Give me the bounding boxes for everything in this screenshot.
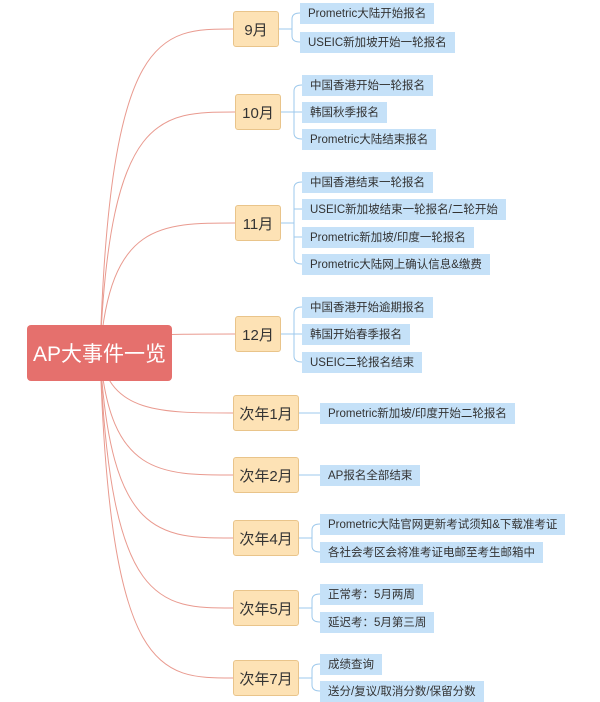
month-node[interactable]: 次年7月 bbox=[233, 660, 299, 696]
event-item[interactable]: 中国香港开始一轮报名 bbox=[302, 74, 433, 96]
month-node[interactable]: 次年5月 bbox=[233, 590, 299, 626]
event-item[interactable]: 成绩查询 bbox=[320, 653, 382, 675]
leaf-bracket bbox=[311, 523, 321, 553]
event-item[interactable]: Prometric大陆官网更新考试须知&下载准考证 bbox=[320, 513, 566, 535]
month-node[interactable]: 9月 bbox=[233, 11, 279, 47]
event-item[interactable]: Prometric新加坡/印度一轮报名 bbox=[302, 226, 474, 248]
event-item[interactable]: Prometric新加坡/印度开始二轮报名 bbox=[320, 402, 515, 424]
branch-connector bbox=[99, 222, 236, 354]
event-item[interactable]: 正常考：5月两周 bbox=[320, 583, 423, 605]
event-item[interactable]: 中国香港结束一轮报名 bbox=[302, 171, 433, 193]
month-node[interactable]: 次年2月 bbox=[233, 457, 299, 493]
leaf-bracket bbox=[311, 593, 321, 623]
branch-connector bbox=[99, 352, 234, 609]
branch-connector bbox=[99, 352, 234, 679]
leaf-bracket bbox=[293, 181, 303, 265]
event-item[interactable]: Prometric大陆开始报名 bbox=[300, 2, 435, 24]
month-node[interactable]: 12月 bbox=[235, 316, 281, 352]
month-node[interactable]: 10月 bbox=[235, 94, 281, 130]
event-item[interactable]: 中国香港开始逾期报名 bbox=[302, 296, 433, 318]
event-item[interactable]: 延迟考：5月第三周 bbox=[320, 611, 435, 633]
root-topic[interactable]: AP大事件一览 bbox=[27, 325, 172, 381]
branch-connector bbox=[99, 111, 236, 354]
event-item[interactable]: AP报名全部结束 bbox=[320, 464, 421, 486]
event-item[interactable]: 送分/复议/取消分数/保留分数 bbox=[320, 680, 484, 702]
leaf-bracket bbox=[291, 12, 301, 43]
event-item[interactable]: USEIC二轮报名结束 bbox=[302, 351, 423, 373]
branch-connector bbox=[99, 28, 234, 354]
event-item[interactable]: 韩国秋季报名 bbox=[302, 101, 387, 123]
event-item[interactable]: 韩国开始春季报名 bbox=[302, 323, 410, 345]
month-node[interactable]: 次年4月 bbox=[233, 520, 299, 556]
branch-connector bbox=[99, 352, 234, 539]
month-node[interactable]: 11月 bbox=[235, 205, 281, 241]
leaf-bracket bbox=[311, 663, 321, 692]
event-item[interactable]: 各社会考区会将准考证电邮至考生邮箱中 bbox=[320, 541, 543, 563]
event-item[interactable]: Prometric大陆结束报名 bbox=[302, 128, 437, 150]
event-item[interactable]: USEIC新加坡开始一轮报名 bbox=[300, 31, 455, 53]
month-node[interactable]: 次年1月 bbox=[233, 395, 299, 431]
branch-connector bbox=[99, 352, 234, 476]
event-item[interactable]: USEIC新加坡结束一轮报名/二轮开始 bbox=[302, 198, 506, 220]
event-item[interactable]: Prometric大陆网上确认信息&缴费 bbox=[302, 253, 490, 275]
